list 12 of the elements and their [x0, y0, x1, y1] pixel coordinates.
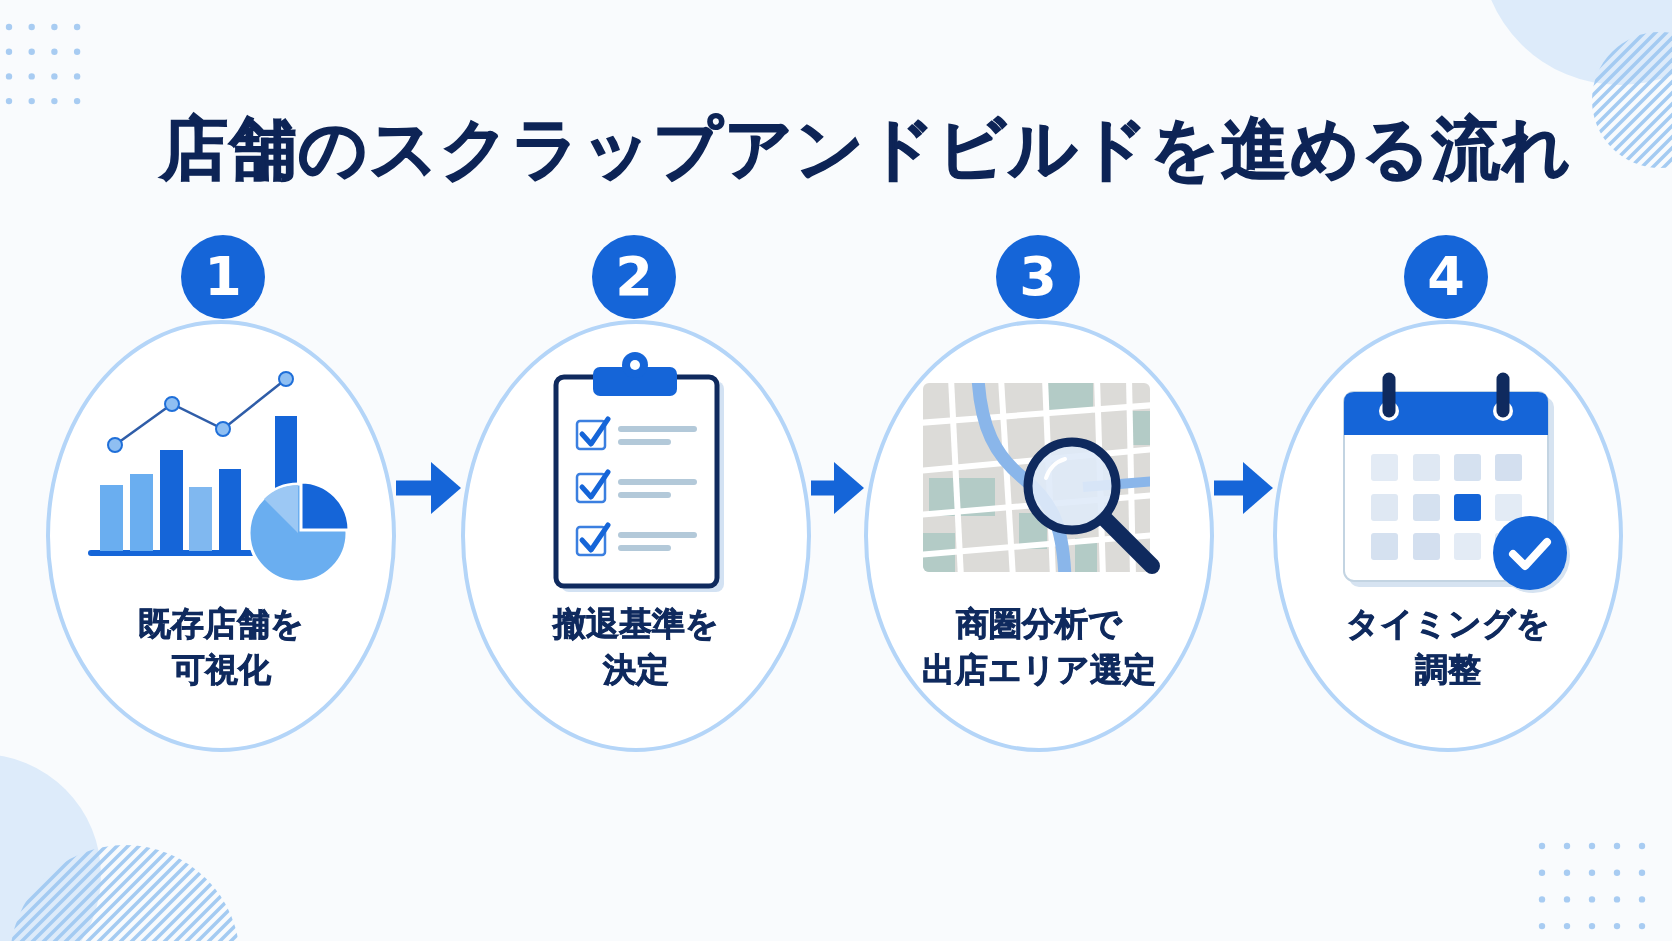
- arrow: [811, 462, 864, 514]
- step-label: タイミングを調整: [1346, 603, 1550, 691]
- step-label: 既存店舗を可視化: [138, 603, 304, 691]
- step-label: 撤退基準を決定: [553, 603, 719, 691]
- title: 店舗のスクラップアンドビルドを進める流れ: [160, 109, 1572, 189]
- number-badge: 1: [181, 235, 265, 319]
- number-badge: 3: [996, 235, 1080, 319]
- number-badge: 2: [592, 235, 676, 319]
- number-badge: 4: [1404, 235, 1488, 319]
- step-label: 商圏分析で出店エリア選定: [922, 603, 1156, 691]
- arrow: [396, 462, 461, 514]
- arrow: [1214, 462, 1273, 514]
